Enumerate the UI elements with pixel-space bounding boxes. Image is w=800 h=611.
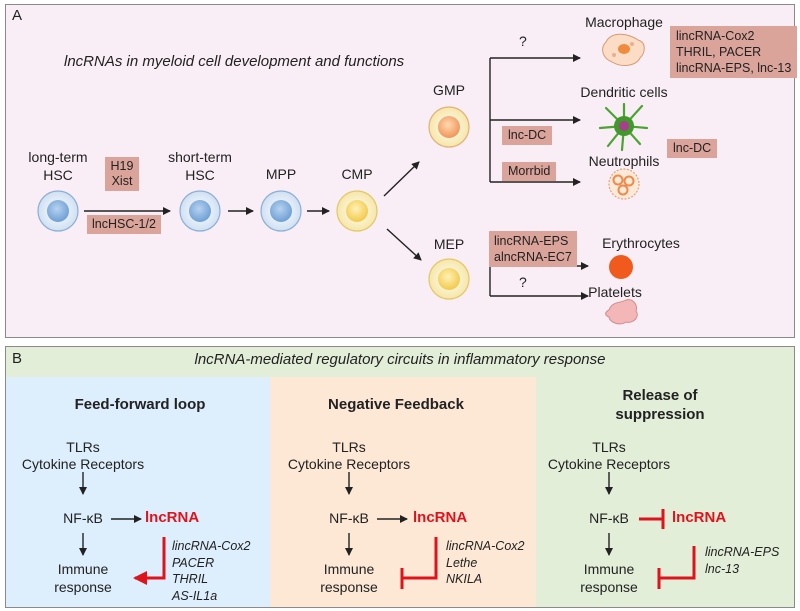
- release-column: [536, 377, 794, 607]
- macrophage-label: Macrophage: [585, 14, 663, 30]
- mep-label: MEP: [433, 236, 465, 252]
- dendritic-label: Dendritic cells: [580, 84, 668, 100]
- neutrophils-label: Neutrophils: [588, 153, 660, 169]
- red-connectors: [133, 509, 696, 589]
- feed-forward-nfkb: NF-κB: [63, 510, 103, 526]
- panel-b: [5, 346, 795, 608]
- release-nfkb: NF-κB: [589, 510, 629, 526]
- panel-b-title: lncRNA-mediated regulatory circuits in i…: [194, 351, 606, 368]
- mpp-cell-icon: [260, 190, 302, 232]
- tag-morrbid: Morrbid: [502, 162, 557, 181]
- panel-a-letter: A: [12, 7, 23, 24]
- lt-hsc-cell-icon: [37, 190, 79, 232]
- negative-feedback-lncrna: lncRNA: [413, 509, 468, 526]
- tag-lnchsc: lncHSC-1/2: [87, 215, 161, 234]
- lineage-arrows: [84, 54, 589, 300]
- tag-lnc-dc-branch: lnc-DC: [502, 126, 553, 145]
- erythrocytes-label: Erythrocytes: [602, 235, 680, 251]
- cmp-cell-icon: [336, 190, 378, 232]
- panel-b-header: [6, 347, 794, 377]
- tag-lnc-dc-side: lnc-DC: [667, 139, 718, 158]
- neutrophil-icon: [608, 168, 640, 200]
- negative-feedback-nfkb: NF-κB: [329, 510, 369, 526]
- st-hsc-cell-icon: [179, 190, 221, 232]
- feed-forward-lncrna: lncRNA: [145, 509, 200, 526]
- feed-forward-title: Feed-forward loop: [74, 396, 206, 413]
- mpp-label: MPP: [265, 166, 297, 182]
- platelets-unknown-label: ?: [519, 274, 527, 290]
- mep-cell-icon: [428, 258, 470, 300]
- dendritic-cell-icon: [598, 102, 649, 152]
- negative-feedback-title: Negative Feedback: [328, 396, 464, 413]
- gmp-label: GMP: [433, 82, 465, 98]
- feed-forward-column: [6, 377, 270, 607]
- cmp-label: CMP: [341, 166, 373, 182]
- release-lncrna: lncRNA: [672, 509, 727, 526]
- panel-a-title: lncRNAs in myeloid cell development and …: [64, 53, 405, 70]
- gmp-cell-icon: [428, 106, 470, 148]
- platelets-label: Platelets: [588, 284, 642, 300]
- platelet-icon: [605, 299, 638, 325]
- macrophage-icon: [602, 33, 645, 66]
- panel-b-letter: B: [12, 350, 23, 367]
- macrophage-unknown-label: ?: [519, 33, 527, 49]
- erythrocyte-icon: [609, 255, 633, 279]
